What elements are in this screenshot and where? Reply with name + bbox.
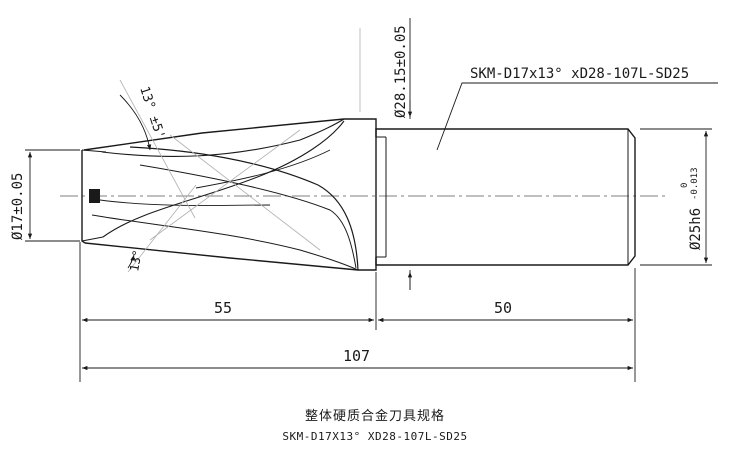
- chamfer-detail: [89, 189, 100, 203]
- dim-label-step-diameter: Ø28.15±0.05: [393, 25, 409, 118]
- callout-leader: [436, 82, 718, 151]
- shank: [375, 128, 636, 266]
- extension-lines: [25, 18, 712, 382]
- dim-label-overall-length: 107: [343, 347, 370, 365]
- cutting-part: [81, 118, 359, 271]
- caption-title: 整体硬质合金刀具规格: [304, 409, 445, 424]
- part-callout: SKM-D17x13° xD28-107L-SD25: [470, 66, 689, 82]
- step-body: [344, 118, 386, 271]
- dimension-lines: [27, 94, 709, 371]
- dim-label-cutting-length: 55: [214, 299, 232, 317]
- dim-label-angle-lower: 13°: [127, 249, 145, 273]
- dim-label-shank-tol-upper: 0: [680, 183, 690, 188]
- dim-label-angle: 13° ±5': [136, 85, 167, 142]
- dim-arc-angle: [119, 94, 152, 151]
- dim-label-shank-length: 50: [494, 299, 512, 317]
- dim-label-cutting-diameter: Ø17±0.05: [10, 173, 26, 240]
- dim-label-shank-diameter: Ø25h6: [688, 208, 704, 250]
- dim-label-shank-tol-lower: -0.013: [690, 167, 700, 200]
- construction-lines: [119, 28, 361, 273]
- caption-code: SKM-D17X13° XD28-107L-SD25: [282, 430, 468, 443]
